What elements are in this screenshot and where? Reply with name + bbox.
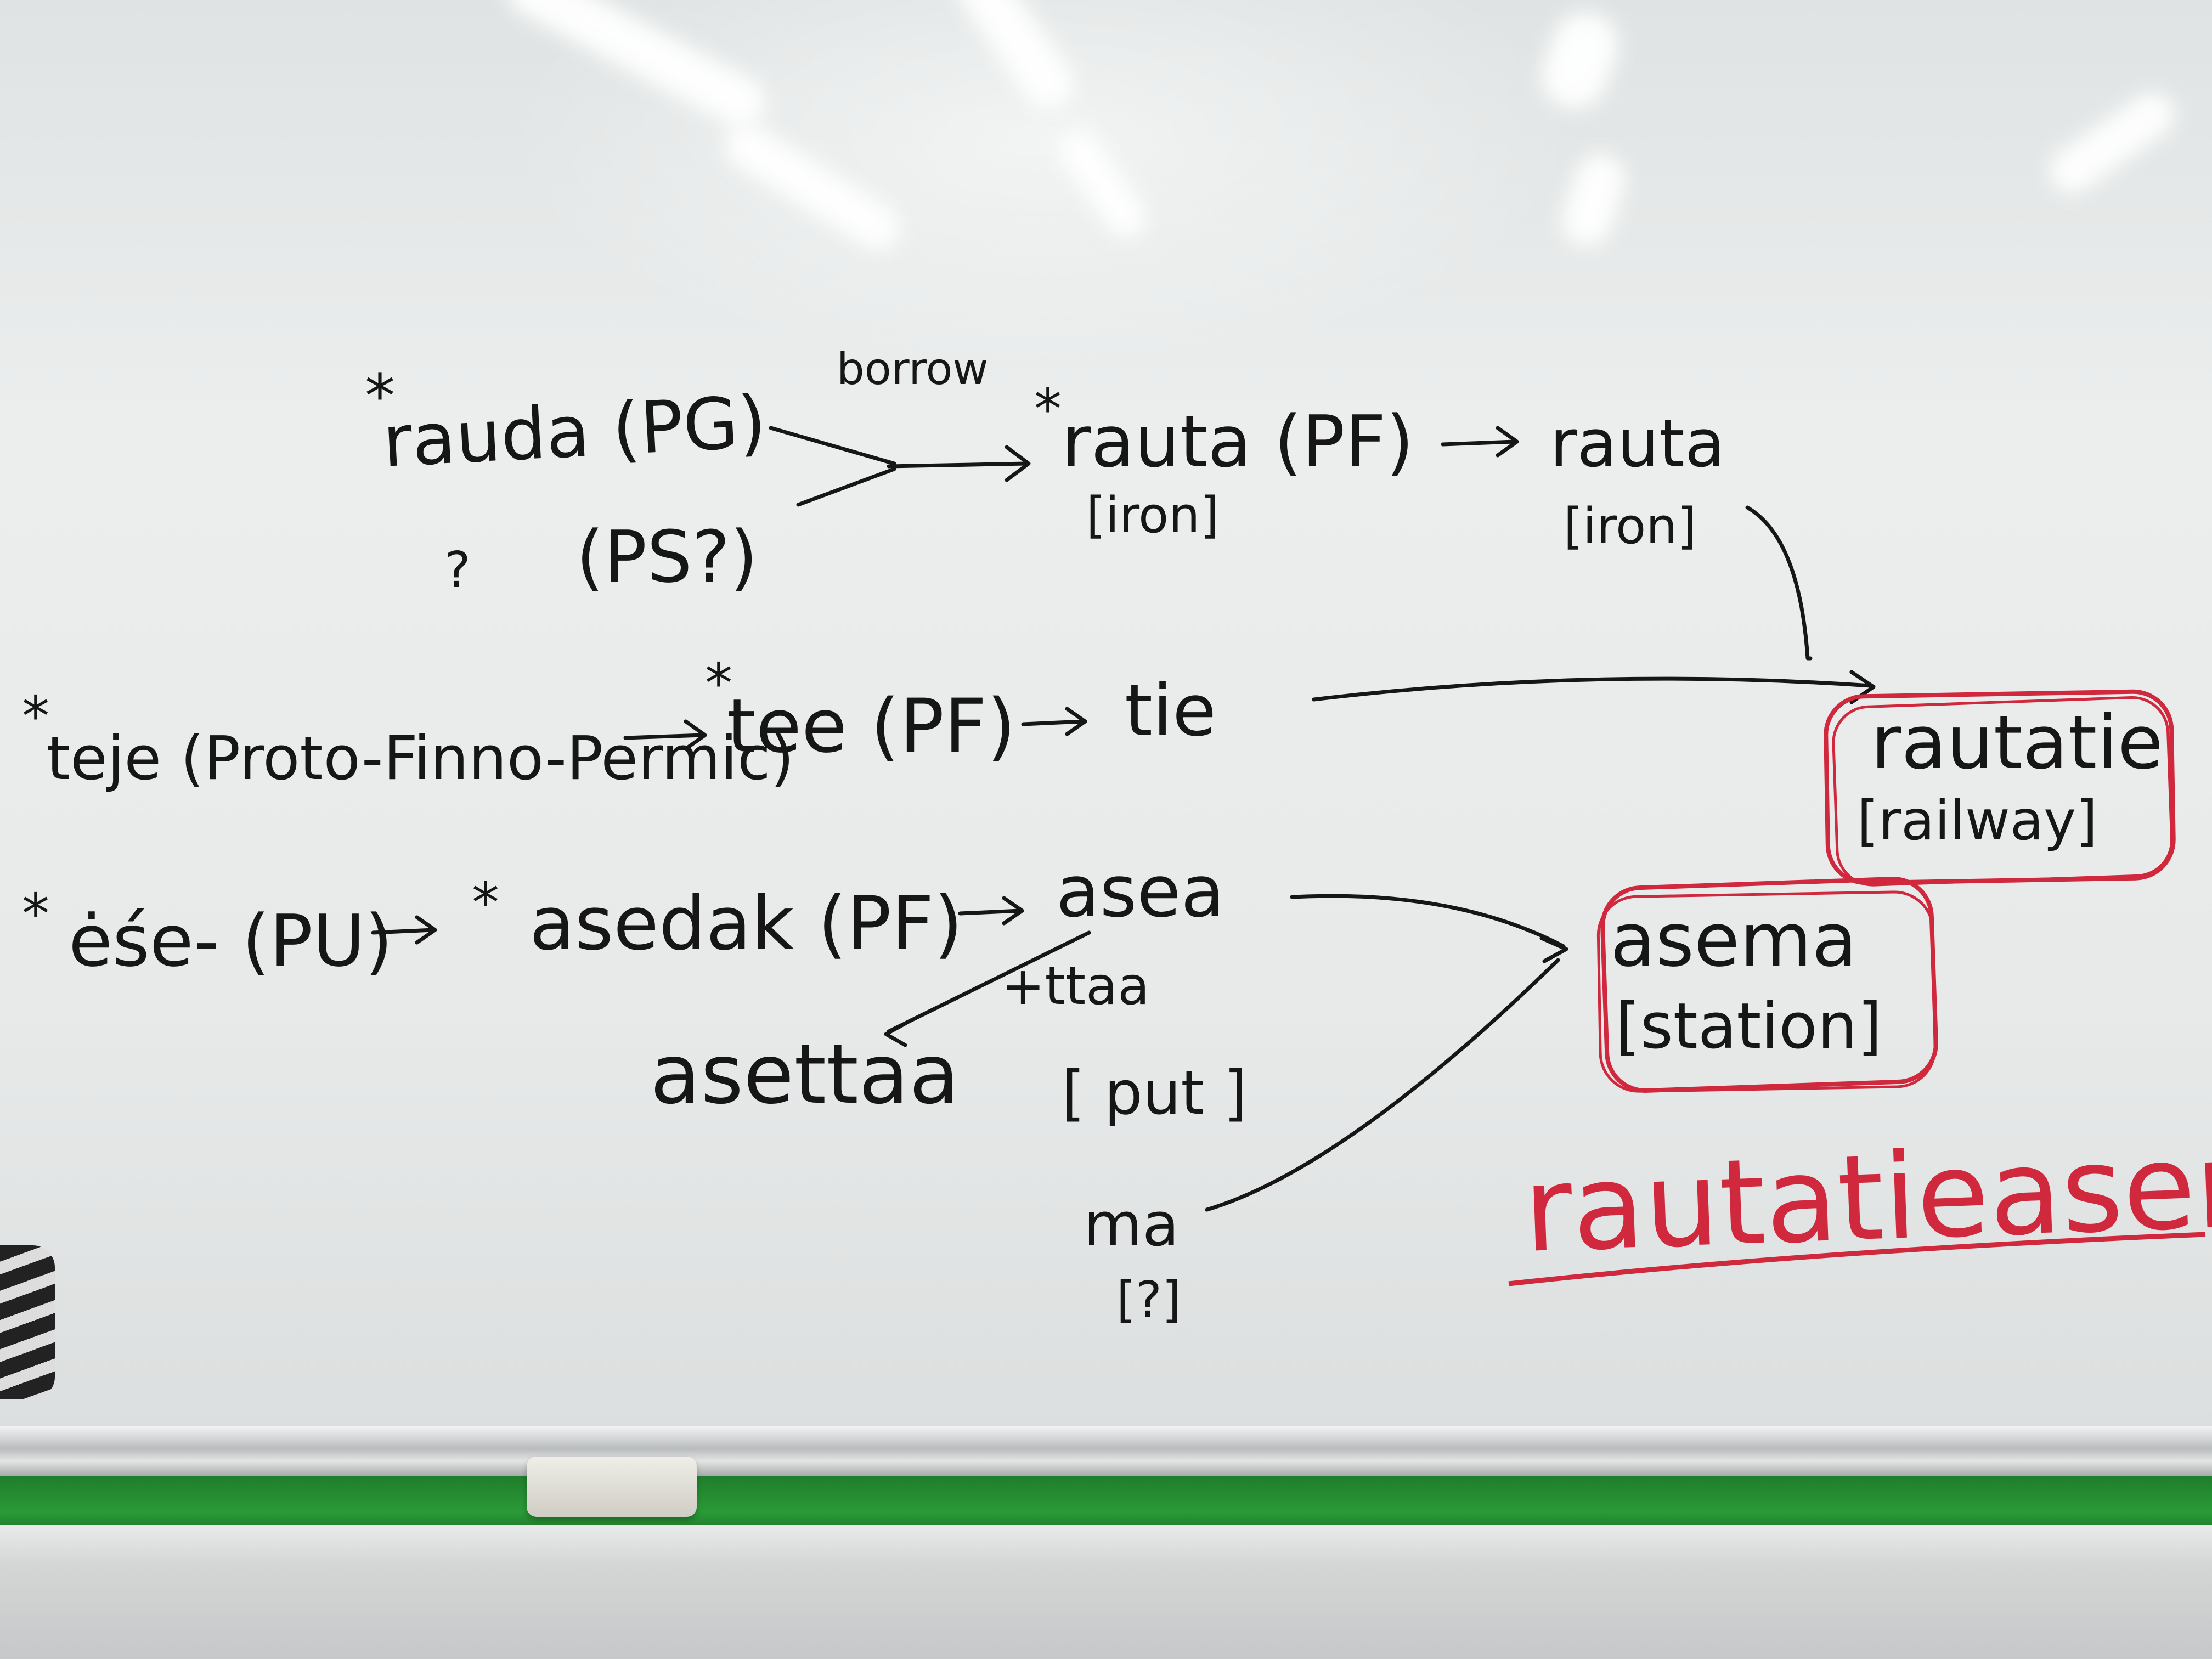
gloss-iron-1: [iron] — [1086, 487, 1219, 544]
suffix-ttaa: +ttaa — [1001, 956, 1150, 1017]
arrow-iron-to-rautatie — [1745, 505, 1813, 661]
lower-tray — [0, 1525, 2212, 1659]
reconstruction-star: * — [1034, 377, 1062, 441]
word-asedak-pf: asedak (PF) — [529, 881, 963, 967]
word-rauta: rauta — [1550, 406, 1725, 482]
reconstruction-star: * — [22, 882, 49, 946]
word-ese-pu: ėśe- (PU) — [69, 899, 393, 983]
arrow-ese-to-asedak — [371, 915, 437, 945]
reconstruction-star: * — [365, 361, 395, 431]
label-borrow: borrow — [837, 343, 989, 394]
arrow-ma-to-asema — [1205, 958, 1560, 1212]
word-rauda-pg: rauda (PG) — [381, 380, 769, 483]
word-teje: teje (Proto-Finno-Permic) — [47, 723, 794, 793]
question-mark: ? — [444, 541, 471, 599]
arrow-rauda-merge-lower — [796, 467, 896, 507]
eraser[interactable] — [527, 1457, 697, 1517]
gloss-iron-2: [iron] — [1564, 498, 1696, 555]
reconstruction-star: * — [705, 651, 732, 715]
underline-result — [1508, 1232, 2206, 1286]
arrow-tie-to-rautatie — [1312, 670, 1876, 704]
arrow-to-rauta — [887, 445, 1031, 482]
word-asettaa: asettaa — [650, 1027, 960, 1122]
word-rauta-pf: rauta (PF) — [1062, 400, 1414, 483]
handwriting-layer: * rauda (PG) ? (PS?) borrow * rauta (PF)… — [22, 343, 2212, 1329]
result-rautatieasema: rautatieasema — [1521, 1111, 2212, 1278]
word-tee-pf: tee (PF) — [727, 683, 1015, 769]
box-asema-double — [1596, 890, 1937, 1093]
arrow-rauda-merge-upper — [769, 426, 896, 466]
marker-tray-rail — [0, 1426, 2212, 1476]
word-ps: (PS?) — [576, 515, 758, 599]
arrow-rauta-to-rauta — [1441, 426, 1519, 458]
reconstruction-star: * — [22, 684, 49, 748]
arrow-asea-to-asema — [1290, 894, 1568, 963]
gloss-railway: [railway] — [1857, 788, 2097, 853]
marker-clip — [0, 1245, 55, 1399]
word-rautatie: rautatie — [1871, 699, 2163, 786]
word-asea: asea — [1056, 850, 1224, 933]
gloss-put: [ put ] — [1062, 1058, 1247, 1128]
gloss-station: [station] — [1616, 990, 1882, 1063]
word-asema: asema — [1610, 897, 1857, 983]
arrow-tee-to-tie — [1021, 707, 1087, 736]
arrow-asedak-to-asea — [958, 896, 1024, 926]
whiteboard — [0, 0, 2212, 1426]
gloss-unknown: [?] — [1116, 1271, 1181, 1329]
box-rautatie-double — [1832, 696, 2174, 887]
word-ma: ma — [1084, 1189, 1180, 1260]
word-tie: tie — [1125, 669, 1216, 752]
arrow-asea-to-asettaa — [884, 930, 1091, 1047]
arrow-teje-to-tee — [623, 719, 707, 751]
reconstruction-star: * — [472, 871, 499, 935]
